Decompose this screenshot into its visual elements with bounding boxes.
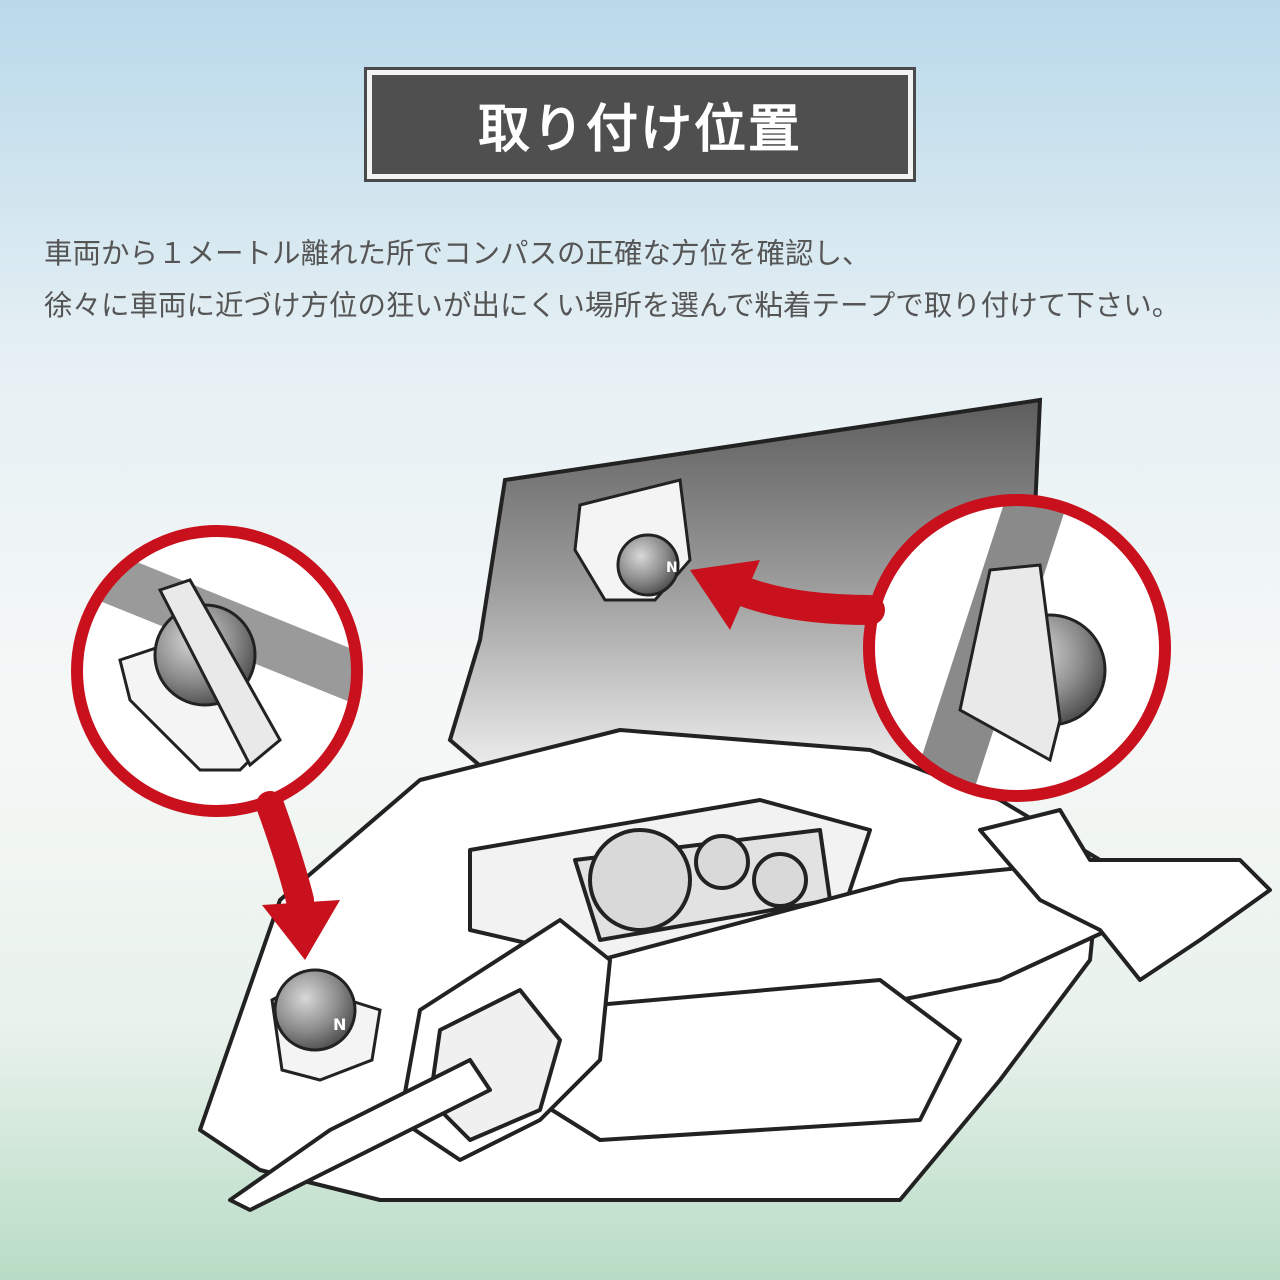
scooter-body (198, 728, 1272, 1212)
arrow-down-icon (256, 791, 340, 960)
description-line-2: 徐々に車両に近づけ方位の狂いが出にくい場所を選んで粘着テープで取り付けて下さい。 (44, 289, 1181, 322)
description: 車両から１メートル離れた所でコンパスの正確な方位を確認し、 徐々に車両に近づけ方… (44, 228, 1264, 332)
arrow-right-to-left-icon (690, 560, 885, 630)
compass-mount-top: N (573, 478, 692, 602)
description-line-1: 車両から１メートル離れた所でコンパスの正確な方位を確認し、 (44, 237, 871, 270)
compass-letter-top: N (666, 560, 678, 576)
zoom-circle-right (863, 494, 1171, 802)
zoom-circle-left (71, 525, 363, 817)
compass-letter-left: N (333, 1015, 346, 1034)
compass-mount-left: N (270, 968, 382, 1082)
title-inner: 取り付け位置 (372, 75, 908, 174)
page-title: 取り付け位置 (477, 100, 802, 160)
title-banner: 取り付け位置 (364, 67, 916, 182)
